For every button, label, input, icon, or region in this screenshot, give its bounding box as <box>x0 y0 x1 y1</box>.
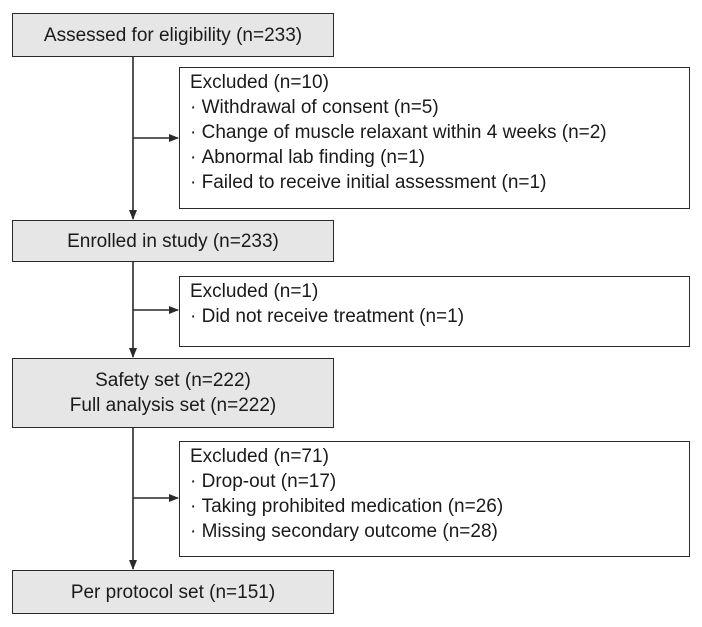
per-protocol-box: Per protocol set (n=151) <box>12 570 334 614</box>
excluded-1-item: Failed to receive initial assessment (n=… <box>190 170 679 195</box>
safety-box: Safety set (n=222) Full analysis set (n=… <box>12 358 334 428</box>
excluded-1-title: Excluded (n=10) <box>190 72 329 93</box>
excluded-1-item: Withdrawal of consent (n=5) <box>190 95 679 120</box>
safety-set-label: Safety set (n=222) <box>95 370 251 391</box>
excluded-3-item: Missing secondary outcome (n=28) <box>190 519 679 544</box>
excluded-1-item: Change of muscle relaxant within 4 weeks… <box>190 120 679 145</box>
excluded-2-item: Did not receive treatment (n=1) <box>190 304 679 329</box>
per-protocol-label: Per protocol set (n=151) <box>70 581 276 603</box>
excluded-box-2: Excluded (n=1) Did not receive treatment… <box>179 276 690 347</box>
assessed-label: Assessed for eligibility (n=233) <box>43 24 303 46</box>
enrolled-box: Enrolled in study (n=233) <box>12 220 334 262</box>
excluded-2-title: Excluded (n=1) <box>190 281 319 302</box>
full-analysis-set-label: Full analysis set (n=222) <box>69 395 277 416</box>
excluded-3-title: Excluded (n=71) <box>190 446 329 467</box>
assessed-box: Assessed for eligibility (n=233) <box>12 13 334 57</box>
excluded-box-1: Excluded (n=10) Withdrawal of consent (n… <box>179 67 690 209</box>
excluded-box-3: Excluded (n=71) Drop-out (n=17) Taking p… <box>179 441 690 557</box>
excluded-1-item: Abnormal lab finding (n=1) <box>190 145 679 170</box>
excluded-3-item: Taking prohibited medication (n=26) <box>190 494 679 519</box>
excluded-3-item: Drop-out (n=17) <box>190 469 679 494</box>
enrolled-label: Enrolled in study (n=233) <box>67 230 279 252</box>
